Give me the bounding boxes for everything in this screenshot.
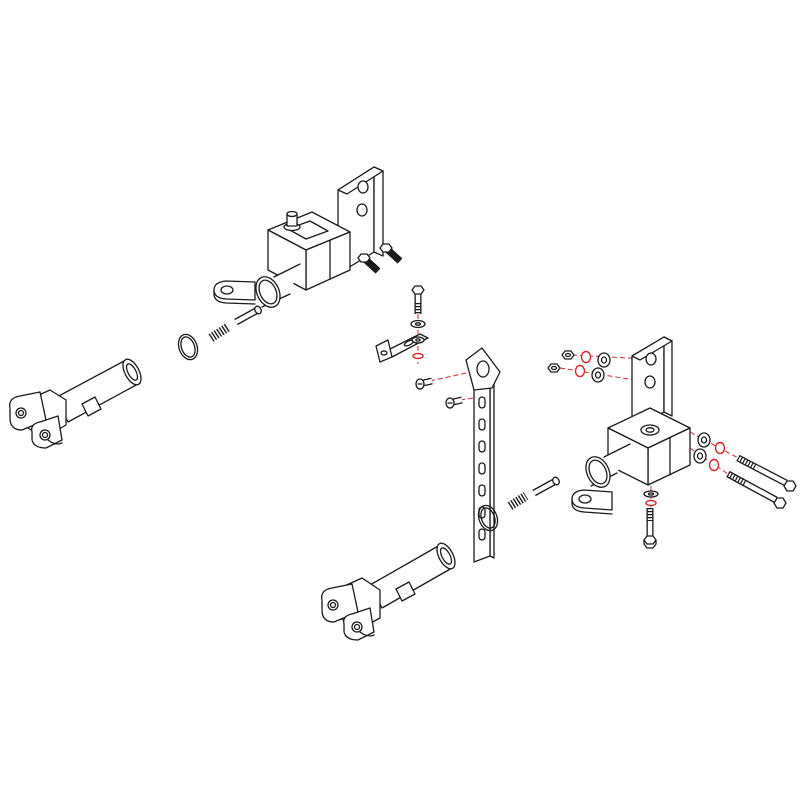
- lower-latch-pin: [532, 476, 560, 497]
- receiver-tube: [585, 443, 631, 488]
- lock-washer: [714, 441, 726, 455]
- flat-washer: [411, 336, 425, 344]
- strap-slot: [478, 418, 486, 431]
- bracket-tab: [571, 489, 613, 515]
- plate-hole: [644, 375, 656, 389]
- left-tow-arm: [9, 358, 142, 449]
- lower-split-ring: [477, 504, 499, 532]
- strap-hole: [476, 360, 490, 378]
- vertical-mounting-plate: [631, 336, 673, 431]
- lock-washer: [645, 499, 657, 507]
- top-bolt: [411, 285, 425, 314]
- top-boss: [640, 424, 660, 436]
- strap-slot: [478, 396, 486, 409]
- plate-hole: [357, 180, 369, 194]
- upper-spring: [208, 323, 231, 342]
- clevis-hole: [15, 407, 27, 419]
- top-locating-pin: [283, 210, 301, 232]
- shaft-collar: [81, 396, 102, 417]
- bracket-tab: [213, 280, 256, 305]
- screw: [445, 396, 463, 409]
- receiver-tube: [255, 263, 301, 308]
- bracket-body: [607, 407, 691, 486]
- threaded-stud-a: [357, 253, 381, 274]
- hex-nut: [547, 363, 561, 373]
- flat-washer: [693, 448, 707, 464]
- flat-washer: [597, 352, 611, 368]
- arm-shaft: [54, 358, 142, 423]
- clevis: [321, 577, 381, 641]
- upper-split-ring: [177, 333, 199, 361]
- lower-spring: [507, 492, 529, 510]
- clevis-hole: [351, 621, 363, 633]
- arm-shaft: [369, 542, 456, 609]
- long-bolt: [726, 470, 787, 509]
- flat-washer: [410, 319, 426, 329]
- cotter-pin: [359, 631, 375, 637]
- screw: [415, 377, 433, 390]
- cotter-pin: [47, 439, 63, 445]
- flat-washer: [643, 490, 659, 498]
- long-bolt: [736, 454, 797, 492]
- plate-hole: [645, 352, 657, 366]
- bottom-bolt: [643, 508, 657, 549]
- lock-washer: [574, 364, 586, 378]
- right-tow-arm: [321, 542, 456, 641]
- threaded-stud-b: [379, 243, 403, 264]
- strap-slot: [478, 462, 486, 475]
- clevis: [9, 389, 67, 449]
- alignment-guide: [689, 431, 739, 459]
- hex-nut: [561, 350, 575, 360]
- strap-slot: [478, 484, 486, 497]
- tab-hole: [578, 494, 592, 504]
- shaft-collar: [395, 581, 416, 602]
- lock-washer: [580, 350, 592, 364]
- lock-washer: [412, 352, 424, 360]
- upper-latch-pin: [234, 305, 262, 326]
- upper-mounting-bracket: [213, 166, 403, 308]
- strap-slot: [478, 528, 486, 541]
- right-mounting-bracket: [571, 336, 691, 515]
- clevis-hole: [39, 429, 51, 441]
- clevis-hole: [327, 599, 339, 611]
- flat-washer: [591, 367, 605, 383]
- flat-washer: [697, 432, 711, 448]
- plate-hole: [356, 203, 368, 217]
- lock-washer: [708, 458, 720, 472]
- strap-slot: [478, 440, 486, 453]
- tab-hole: [220, 285, 234, 295]
